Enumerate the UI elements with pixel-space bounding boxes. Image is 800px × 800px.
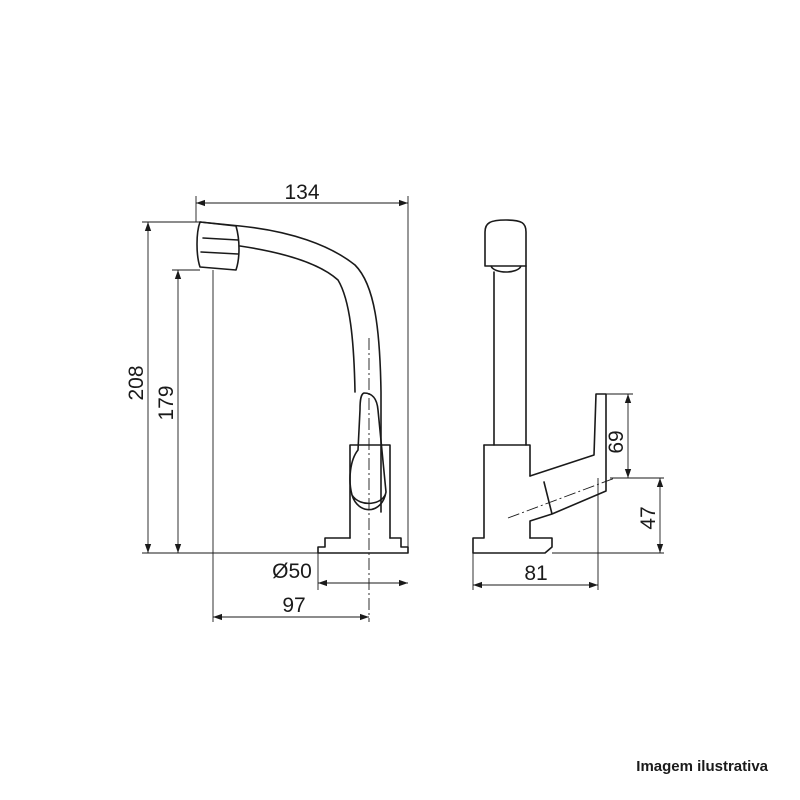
dim-label-handle-base-height: 47 xyxy=(637,506,660,529)
lever-handle xyxy=(349,392,387,511)
side-dimensions: 81 69 47 xyxy=(472,393,664,590)
base-plate xyxy=(317,537,409,554)
faucet-body xyxy=(349,444,391,539)
caption: Imagem ilustrativa xyxy=(636,758,768,775)
dim-label-depth: 81 xyxy=(524,562,547,585)
side-tube xyxy=(493,265,527,446)
front-dimensions: 134 208 179 Ø50 97 xyxy=(125,181,409,622)
side-spout-tip xyxy=(484,219,527,273)
dim-label-total-height: 208 xyxy=(125,365,148,400)
side-body xyxy=(483,444,531,477)
faucet-side-view xyxy=(472,219,616,554)
side-lever xyxy=(529,393,607,539)
lever-axis-line xyxy=(507,477,616,519)
faucet-front-view xyxy=(196,221,409,622)
dim-label-base-diameter: Ø50 xyxy=(272,560,312,583)
aerator xyxy=(196,221,240,271)
dim-label-total-width: 134 xyxy=(284,181,319,204)
dim-label-spout-height: 179 xyxy=(155,385,178,420)
dim-label-spout-reach: 97 xyxy=(282,594,305,617)
side-base xyxy=(472,444,553,554)
dim-label-handle-height: 69 xyxy=(605,430,628,453)
spout-outline xyxy=(199,221,382,513)
